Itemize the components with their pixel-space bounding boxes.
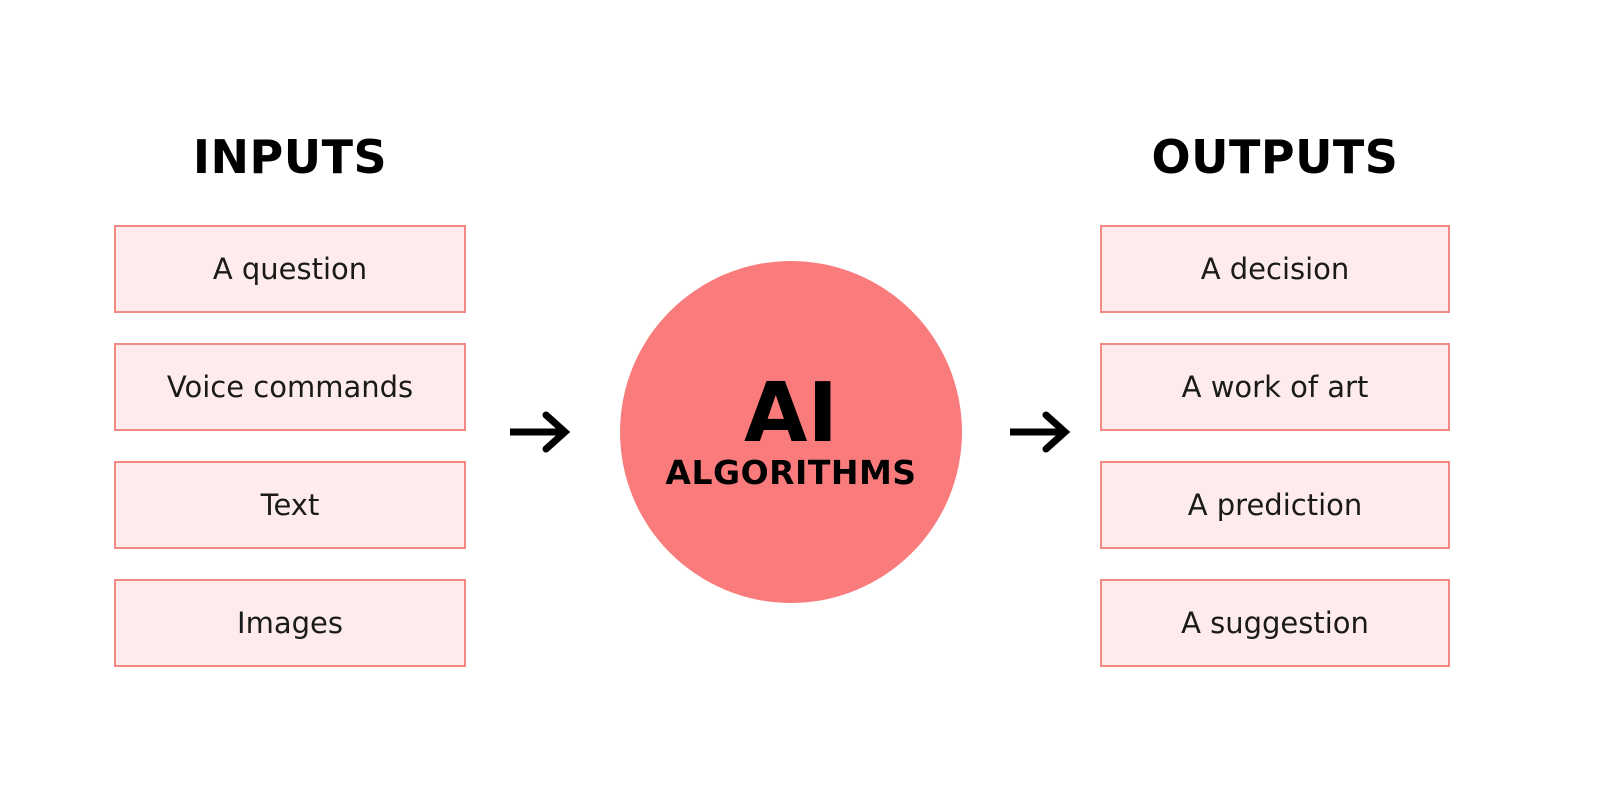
input-box-a-question[interactable]: A question bbox=[114, 225, 466, 313]
output-box-a-decision[interactable]: A decision bbox=[1100, 225, 1450, 313]
output-box-a-work-of-art[interactable]: A work of art bbox=[1100, 343, 1450, 431]
arrow-right-icon bbox=[1006, 406, 1072, 458]
input-box-label: Voice commands bbox=[166, 369, 414, 404]
input-box-images[interactable]: Images bbox=[114, 579, 466, 667]
outputs-column: A decision A work of art A prediction A … bbox=[1100, 225, 1450, 667]
ai-circle-title: AI bbox=[744, 365, 838, 461]
ai-circle-subtitle: ALGORITHMS bbox=[665, 453, 917, 493]
input-box-text[interactable]: Text bbox=[114, 461, 466, 549]
arrow-right-icon bbox=[506, 406, 572, 458]
output-box-a-prediction[interactable]: A prediction bbox=[1100, 461, 1450, 549]
input-box-label: Images bbox=[237, 605, 343, 640]
output-box-a-suggestion[interactable]: A suggestion bbox=[1100, 579, 1450, 667]
outputs-heading: OUTPUTS bbox=[1151, 130, 1399, 184]
output-box-label: A suggestion bbox=[1181, 605, 1369, 640]
ai-algorithms-circle: AI ALGORITHMS bbox=[620, 261, 962, 603]
output-box-label: A decision bbox=[1200, 251, 1350, 286]
input-box-voice-commands[interactable]: Voice commands bbox=[114, 343, 466, 431]
inputs-heading: INPUTS bbox=[192, 130, 388, 184]
output-box-label: A work of art bbox=[1181, 369, 1369, 404]
input-box-label: Text bbox=[260, 487, 320, 522]
output-box-label: A prediction bbox=[1187, 487, 1363, 522]
inputs-column: A question Voice commands Text Images bbox=[114, 225, 466, 667]
input-box-label: A question bbox=[212, 251, 368, 286]
